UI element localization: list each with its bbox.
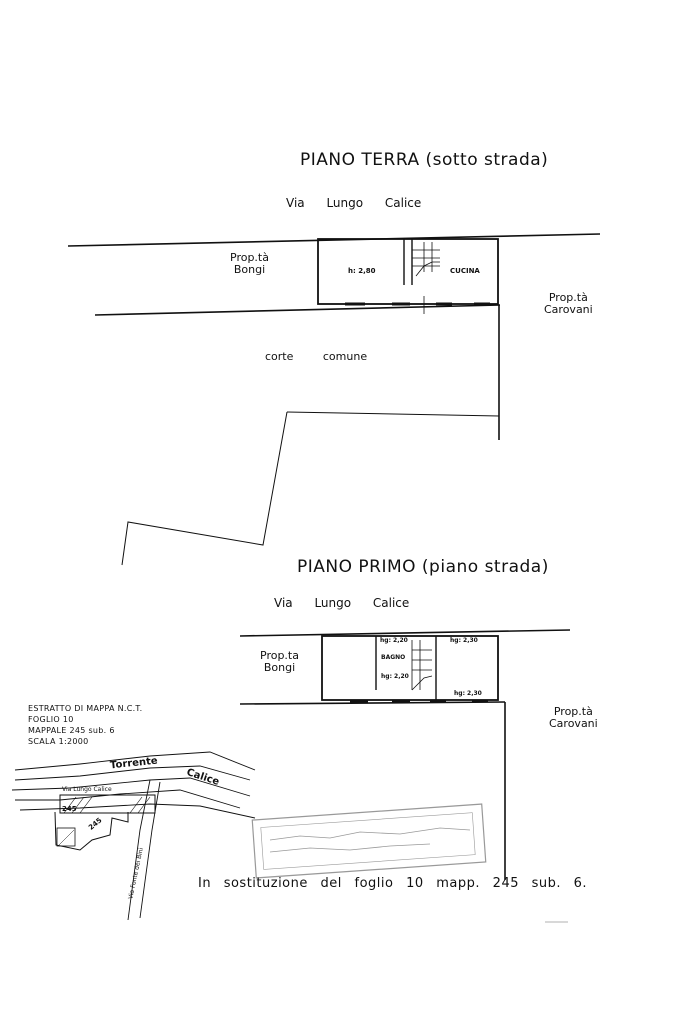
first-stair-icon xyxy=(411,640,433,691)
ground-floor-title: PIANO TERRA (sotto strada) xyxy=(300,150,549,170)
ground-neighbor-right: Prop.tà Carovani xyxy=(544,291,593,316)
map-road-label: Via Lungo Calice xyxy=(62,786,112,793)
ground-stair-icon xyxy=(412,242,440,277)
map-parcel-245 xyxy=(59,794,156,814)
footnote: In sostituzione del foglio 10 mapp. 245 … xyxy=(198,876,588,891)
ground-lower-boundary xyxy=(94,304,501,316)
map-extract-caption: ESTRATTO DI MAPPA N.C.T. FOGLIO 10 MAPPA… xyxy=(28,704,143,746)
map-road-lower xyxy=(127,779,151,921)
first-lower-boundary xyxy=(239,701,506,705)
first-street-line xyxy=(239,629,571,637)
first-right-height-bottom: hg: 2,30 xyxy=(454,690,482,697)
first-street-name: Via Lungo Calice xyxy=(274,596,410,610)
ground-kitchen-label: CUCINA xyxy=(450,267,480,275)
first-neighbor-left: Prop.ta Bongi xyxy=(260,649,299,674)
ground-courtyard-boundary xyxy=(286,411,500,417)
first-floor-plan xyxy=(239,629,571,880)
ground-room-height: h: 2,80 xyxy=(348,267,376,275)
first-neighbor-right: Prop.tà Carovani xyxy=(549,705,598,730)
ground-street-name: Via Lungo Calice xyxy=(286,196,422,210)
ground-courtyard-label: corte comune xyxy=(265,350,368,363)
map-extract-sketch xyxy=(11,751,256,921)
first-bath-label: BAGNO xyxy=(381,654,406,661)
ground-floor-plan xyxy=(67,233,601,566)
first-bath-height-top: hg: 2,20 xyxy=(380,637,408,644)
stamp xyxy=(251,803,487,879)
map-parcel-a: 245 xyxy=(62,805,77,813)
first-floor-title: PIANO PRIMO (piano strada) xyxy=(297,557,549,577)
first-right-height-top: hg: 2,30 xyxy=(450,637,478,644)
ground-neighbor-left: Prop.tà Bongi xyxy=(230,251,269,276)
ground-street-line xyxy=(67,233,601,247)
first-bath-height-bottom: hg: 2,20 xyxy=(381,673,409,680)
